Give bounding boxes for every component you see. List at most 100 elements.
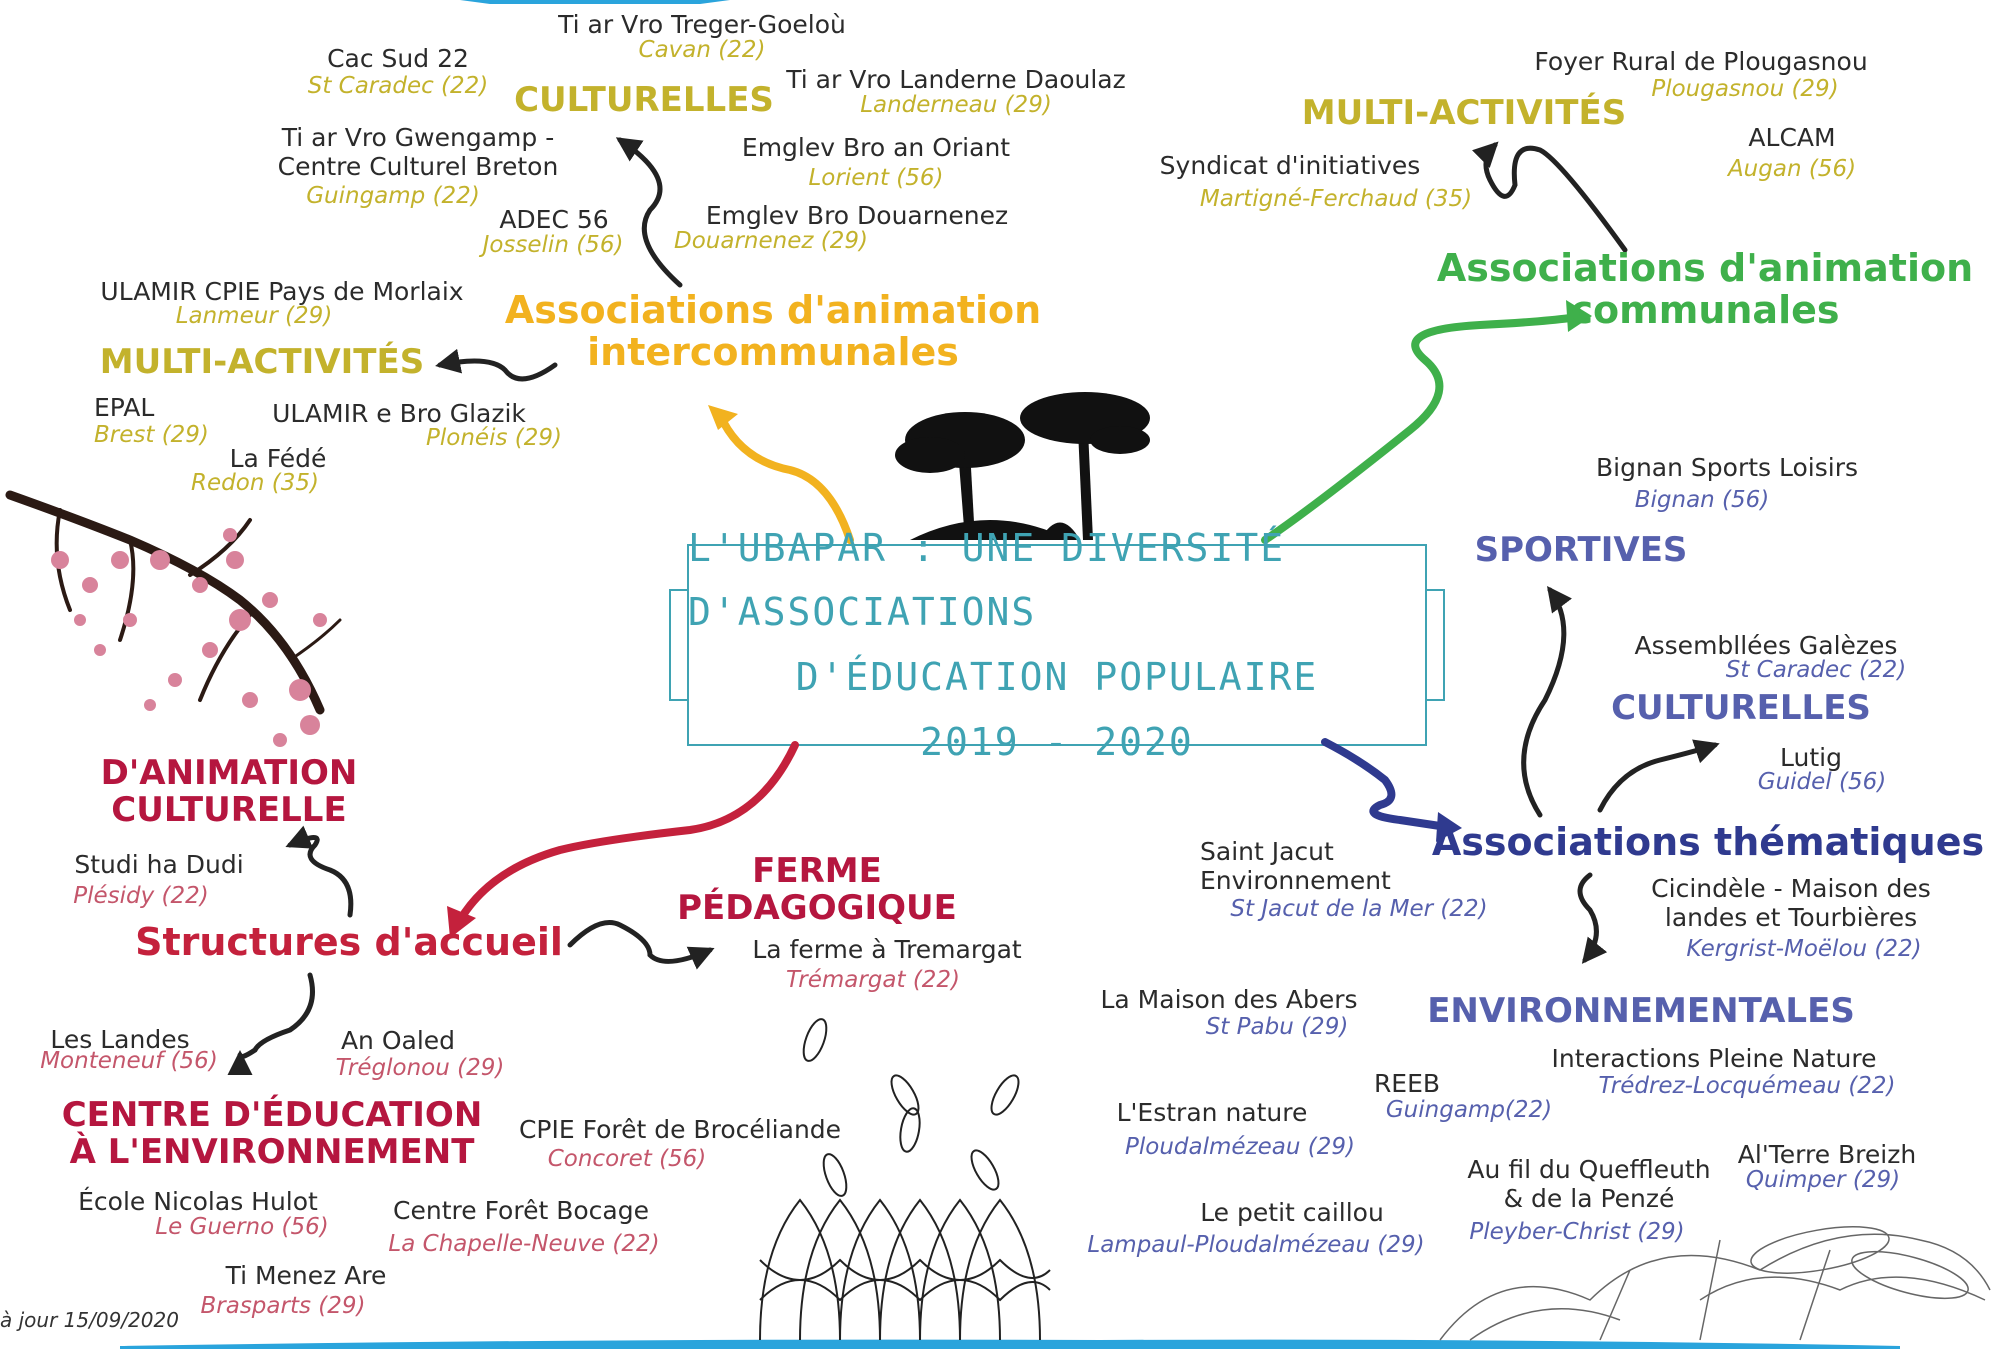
entry-name: Cac Sud 22 [327, 44, 469, 73]
entry-place: Plougasnou (29) [1651, 76, 1839, 102]
entry-place: Plésidy (22) [73, 883, 209, 909]
entry-place: Brest (29) [94, 422, 209, 448]
arrow-culturelles-inter [615, 137, 683, 288]
entry-place: Le Guerno (56) [155, 1214, 329, 1240]
bottom-accent-bar [120, 1339, 1900, 1349]
entry-place: Plonéis (29) [426, 425, 562, 451]
entry-place: Lanmeur (29) [175, 303, 333, 329]
entry-name: La ferme à Tremargat [752, 935, 1022, 964]
entry-name: Foyer Rural de Plougasnou [1534, 47, 1868, 76]
entry-name: Interactions Pleine Nature [1551, 1044, 1877, 1073]
entry-place: Guidel (56) [1757, 769, 1887, 795]
entry-name: ULAMIR CPIE Pays de Morlaix [100, 277, 464, 306]
entry-place: Tréglonou (29) [335, 1055, 505, 1081]
arrow-multi-inter [435, 348, 558, 382]
entry-name: Le petit caillou [1200, 1198, 1384, 1227]
entry-name: L'Estran nature [1116, 1098, 1308, 1127]
entry-place: Lorient (56) [808, 165, 944, 191]
entry-name: Assembllées Galèzes [1634, 631, 1898, 660]
entry-name: CPIE Forêt de Brocéliande [518, 1115, 842, 1144]
entry-name: Syndicat d'initiatives [1159, 151, 1421, 180]
branch-intercommunales: Associations d'animation intercommunales [504, 288, 1042, 374]
entry-name: Emglev Bro Douarnenez [705, 201, 1009, 230]
entry-name: ADEC 56 [499, 205, 609, 234]
category-ferme-pedagogique: FERME PÉDAGOGIQUE [677, 851, 957, 929]
entry-name: ALCAM [1748, 123, 1836, 152]
entry-place: Trémargat (22) [785, 967, 961, 993]
cherry-blossom-icon [5, 490, 342, 747]
entry-place: Brasparts (29) [200, 1293, 366, 1319]
title-line-1: L'UBAPAR : UNE DIVERSITÉ D'ASSOCIATIONS [688, 525, 1286, 635]
entry-name: An Oaled [340, 1026, 456, 1055]
entry-place: St Jacut de la Mer (22) [1230, 896, 1488, 922]
entry-name: ULAMIR e Bro Glazik [272, 399, 526, 428]
entry-place: Quimper (29) [1745, 1167, 1901, 1193]
entry-name: Centre Forêt Bocage [393, 1196, 649, 1225]
entry-name: EPAL [94, 393, 155, 422]
entry-place: St Pabu (29) [1205, 1014, 1349, 1040]
entry-name: La Maison des Abers [1100, 985, 1358, 1014]
arrow-culturelles-them [1597, 739, 1720, 813]
category-centre-education: CENTRE D'ÉDUCATION À L'ENVIRONNEMENT [61, 1095, 483, 1173]
title-year: 2019 - 2020 [920, 719, 1194, 764]
entry-name: Bignan Sports Loisirs [1595, 453, 1859, 482]
update-date: à jour 15/09/2020 [0, 1308, 179, 1332]
arrow-accueil [456, 741, 799, 924]
entry-name: Ti Menez Are [225, 1261, 387, 1290]
entry-place: Guingamp (22) [306, 183, 480, 209]
entry-place: La Chapelle-Neuve (22) [388, 1231, 660, 1257]
entry-name: Les Landes [50, 1025, 190, 1054]
arrow-centre [227, 972, 315, 1076]
main-title: L'UBAPAR : UNE DIVERSITÉ D'ASSOCIATIONS … [688, 526, 1426, 764]
entry-place: Guingamp(22) [1385, 1097, 1553, 1123]
tree-silhouette-icon [895, 392, 1150, 540]
entry-place: Bignan (56) [1634, 487, 1770, 513]
entry-place: Kergrist-Moëlou (22) [1686, 936, 1922, 962]
arrow-animation-culturelle [285, 825, 354, 918]
leaf-pattern-icon [759, 1018, 1051, 1341]
entry-place: Josselin (56) [482, 232, 624, 258]
entry-place: Lampaul-Ploudalmézeau (29) [1087, 1232, 1425, 1258]
entry-name: Ti ar Vro Treger-Goeloù [558, 10, 846, 39]
branch-communales: Associations d'animation communales [1436, 246, 1974, 332]
entry-name: Studi ha Dudi [74, 850, 244, 879]
entry-name: École Nicolas Hulot [78, 1187, 318, 1216]
arrow-intercommunales [716, 411, 854, 544]
entry-place: Ploudalmézeau (29) [1125, 1134, 1355, 1160]
entry-place: St Caradec (22) [1725, 657, 1907, 683]
category-animation-culturelle: D'ANIMATION CULTURELLE [100, 753, 358, 831]
lotus-sketch-icon [1439, 1226, 1991, 1341]
category-culturelles-them: CULTURELLES [1611, 688, 1871, 728]
category-multi-inter: MULTI-ACTIVITÉS [99, 342, 425, 382]
category-culturelles-inter: CULTURELLES [514, 80, 774, 120]
branch-accueil: Structures d'accueil [135, 920, 563, 964]
branch-thematiques: Associations thématiques [1431, 820, 1985, 864]
entry-place: Monteneuf (56) [40, 1048, 218, 1074]
category-environnementales: ENVIRONNEMENTALES [1427, 991, 1855, 1031]
entry-name: Emglev Bro an Oriant [741, 133, 1011, 162]
entry-name: Cicindèle - Maison des landes et Tourbiè… [1651, 874, 1931, 932]
arrow-ferme [567, 920, 715, 970]
entry-name: Ti ar Vro Gwengamp - Centre Culturel Bre… [277, 123, 559, 181]
entry-name: Au fil du Queffleuth & de la Penzé [1467, 1155, 1711, 1213]
arrow-multi-comm [1472, 141, 1628, 253]
arrow-thematiques [1321, 738, 1444, 830]
entry-place: Redon (35) [191, 470, 319, 496]
entry-place: Martigné-Ferchaud (35) [1199, 186, 1473, 212]
entry-place: Augan (56) [1727, 156, 1857, 182]
category-multi-comm: MULTI-ACTIVITÉS [1301, 93, 1627, 133]
entry-place: St Caradec (22) [307, 73, 489, 99]
arrow-environnementales [1577, 872, 1608, 964]
entry-name: REEB [1373, 1069, 1441, 1098]
entry-place: Cavan (22) [638, 37, 766, 63]
entry-place: Trédrez-Locquémeau (22) [1598, 1073, 1896, 1099]
arrow-sportives [1521, 585, 1572, 818]
title-frame [669, 544, 1445, 746]
category-sportives: SPORTIVES [1474, 530, 1688, 570]
arrow-communales [1261, 314, 1574, 544]
entry-name: Ti ar Vro Landerne Daoulaz [786, 65, 1126, 94]
entry-name: La Fédé [229, 444, 327, 473]
entry-place: Douarnenez (29) [674, 228, 868, 254]
title-line-2: D'ÉDUCATION POPULAIRE [795, 655, 1319, 699]
